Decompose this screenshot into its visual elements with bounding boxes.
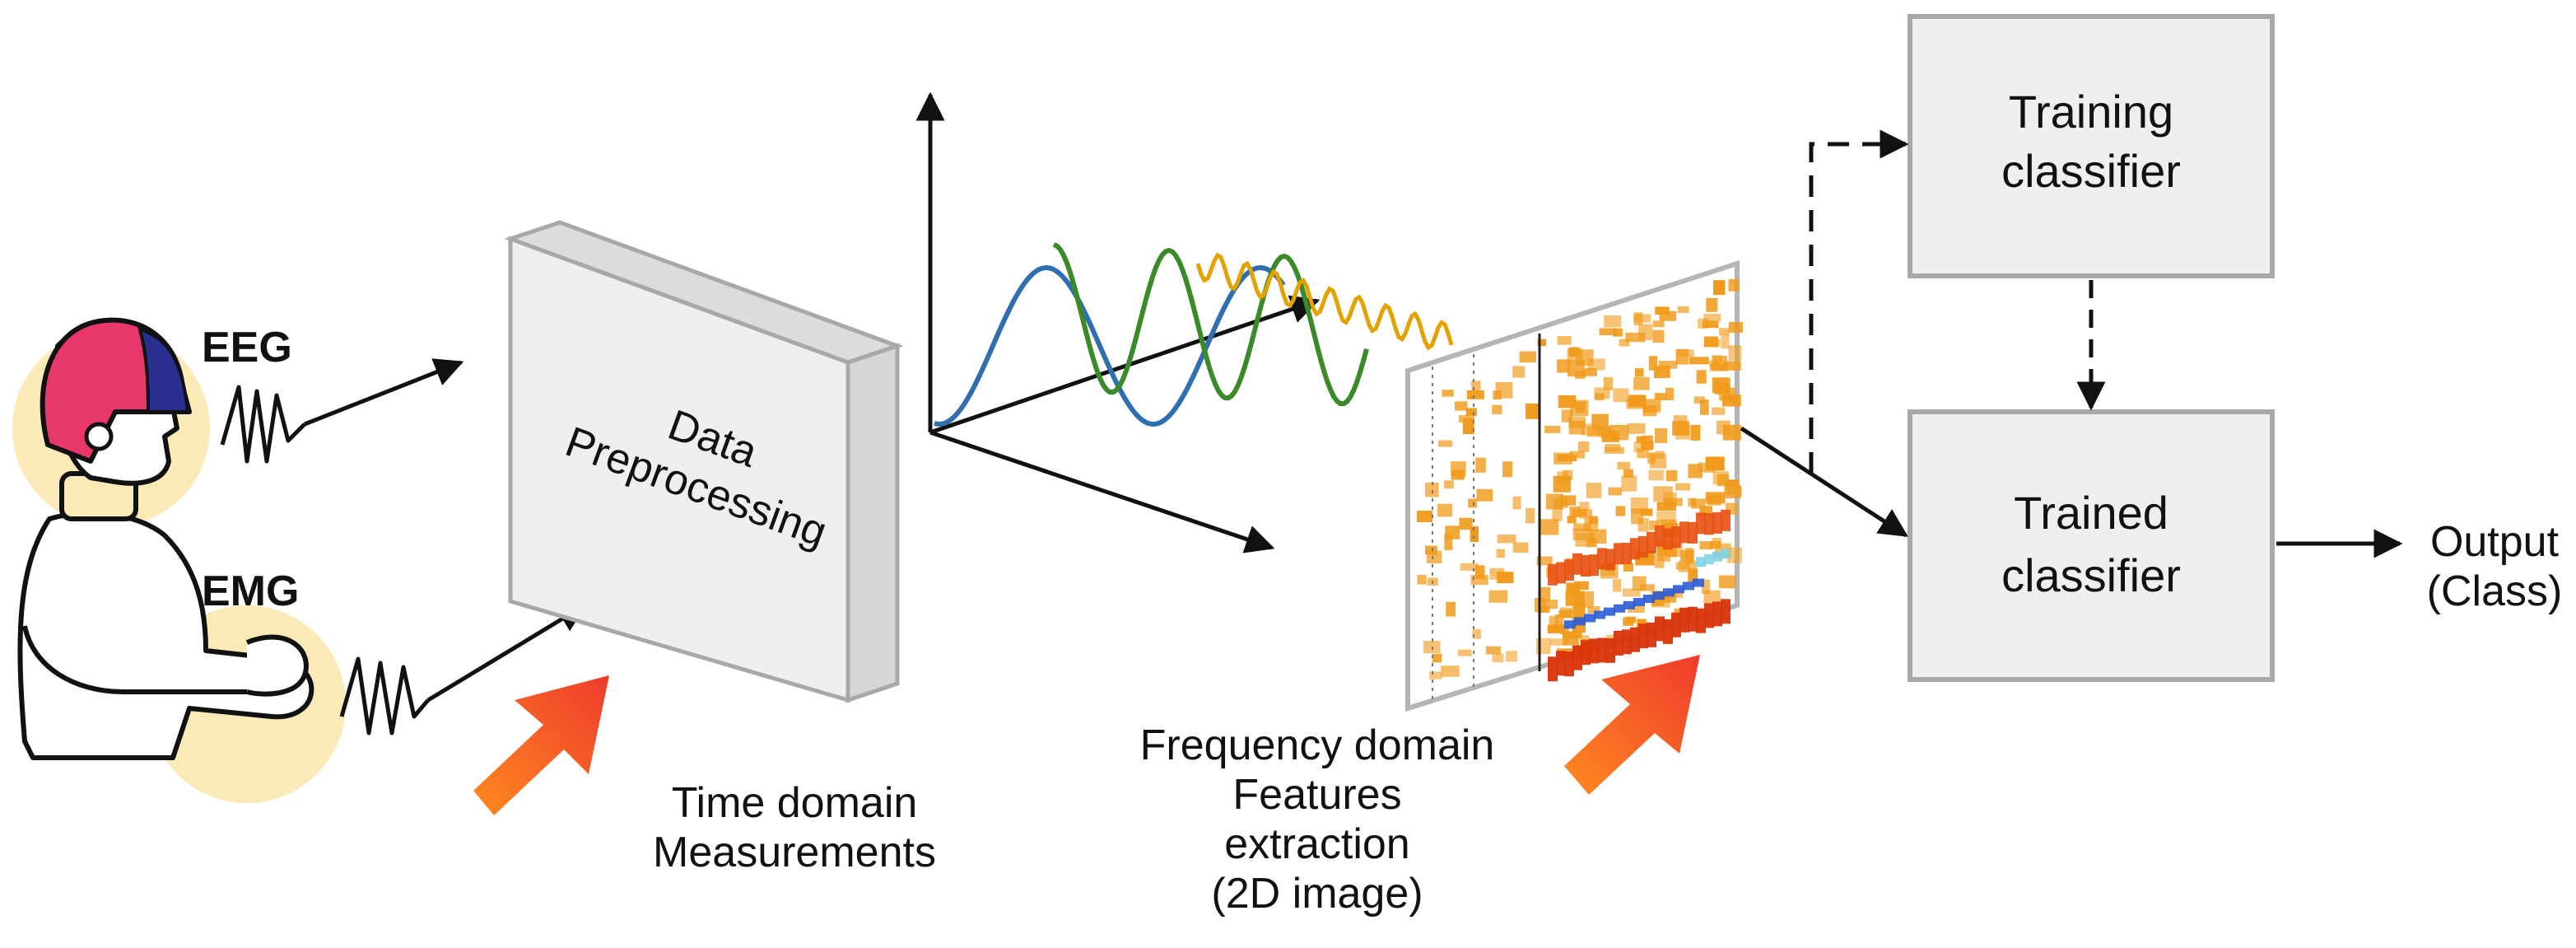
- eeg-helmet-band: [137, 327, 190, 413]
- output-line1: Output: [2429, 518, 2560, 566]
- training-classifier-line1: Training: [2008, 86, 2174, 138]
- preprocessing-box: [504, 220, 904, 703]
- training-classifier-box: [1908, 14, 2275, 278]
- emg-zigzag-signal: [339, 656, 430, 736]
- person-arm: [22, 625, 247, 694]
- trained-classifier-label: Trained classifier: [1910, 482, 2272, 607]
- time-domain-orange-arrow: [473, 675, 609, 815]
- preprocessing-box-face: [508, 236, 850, 703]
- spectrogram-image: [1405, 259, 1743, 712]
- emg-label: EMG: [202, 567, 300, 615]
- eeg-label: EEG: [202, 324, 292, 371]
- emg-arrow: [426, 603, 587, 703]
- time-domain-line2: Measurements: [653, 829, 936, 876]
- time-domain-label: Time domain Measurements: [634, 778, 955, 877]
- person-hand: [245, 634, 309, 697]
- eeg-zigzag-signal: [220, 385, 306, 464]
- frequency-domain-line1: Frequency domain: [1139, 722, 1495, 769]
- to-training-dashed-arrow: [1809, 129, 1909, 474]
- trained-classifier-box: [1908, 409, 2275, 682]
- frequency-domain-orange-arrow: [1564, 655, 1700, 795]
- person-illustration: [12, 317, 346, 803]
- preprocessing-box-side: [845, 343, 900, 703]
- time-domain-axes: [915, 91, 1321, 553]
- helmet-ear: [84, 422, 114, 451]
- frequency-domain-label: Frequency domain Features extraction (2D…: [1120, 721, 1515, 918]
- trained-classifier-line2: classifier: [2001, 549, 2181, 601]
- spectrogram-cells: [1416, 278, 1743, 682]
- yellow-wave: [1195, 252, 1454, 351]
- time-domain-line1: Time domain: [671, 779, 918, 827]
- green-wave: [1052, 242, 1369, 407]
- output-label: Output (Class): [2416, 517, 2573, 616]
- eeg-arrow: [304, 358, 464, 427]
- z-axis: [929, 295, 1321, 435]
- frequency-domain-line4: (2D image): [1211, 870, 1423, 918]
- frequency-domain-line2: Features: [1232, 771, 1402, 819]
- training-classifier-label: Training classifier: [1910, 82, 2272, 201]
- x-axis: [929, 430, 1275, 553]
- training-classifier-line2: classifier: [2001, 145, 2181, 197]
- blue-wave: [934, 264, 1286, 427]
- trained-classifier-line1: Trained: [2014, 487, 2168, 539]
- output-line2: (Class): [2426, 567, 2563, 615]
- spectrogram-to-trained-arrow: [1740, 426, 1908, 538]
- frequency-domain-line3: extraction: [1224, 820, 1410, 868]
